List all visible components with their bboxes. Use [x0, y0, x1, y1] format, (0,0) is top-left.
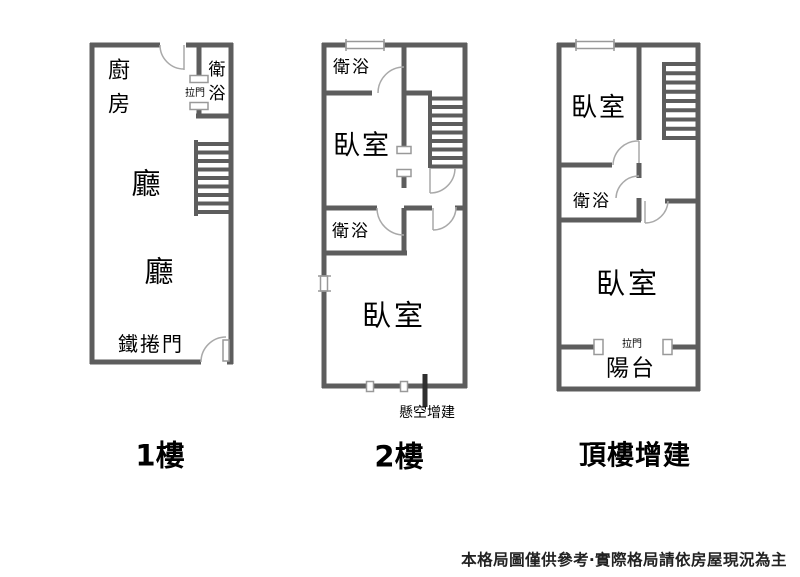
floor1-kitchen-label: 廚房 — [104, 58, 129, 126]
floor3-name: 頂樓增建 — [579, 440, 691, 472]
floor3-sliding-door-label: 拉門 — [622, 339, 642, 350]
floor1-sliding-door-post-bottom — [189, 101, 209, 111]
floor1-sliding-door-label: 拉門 — [185, 88, 205, 99]
floor1-living-upper-label: 廳 — [131, 166, 161, 201]
floor2-walls — [321, 42, 468, 389]
floor1-roller-door-label: 鐵捲門 — [118, 332, 184, 356]
floor3-sliding-door-post-right — [662, 338, 673, 356]
disclaimer-text: 本格局圖僅供參考‧實際格局請依房屋現況為主 — [461, 551, 787, 569]
floor3-bedroom-main-label: 臥室 — [595, 266, 661, 301]
floor2-bedroom-front-label: 臥室 — [333, 130, 391, 162]
floor1-stairs — [194, 140, 231, 216]
floor1-plan — [89, 42, 234, 365]
floor1-roller-door-arc — [200, 336, 227, 363]
floor2-left-window — [318, 275, 331, 292]
floor3-walls — [556, 42, 701, 392]
floor2-stairs — [428, 93, 465, 169]
floor3-door-arcs — [612, 140, 669, 224]
floor3-bedroom-front-label: 臥室 — [570, 93, 628, 123]
floor3-bathroom-label: 衛浴 — [573, 191, 611, 212]
floor3-stairs — [662, 62, 698, 140]
floor2-door-arcs — [376, 66, 457, 236]
floor1-living-lower-label: 廳 — [144, 254, 174, 289]
floor2-bedroom-main-label: 臥室 — [361, 298, 427, 333]
floor1-sliding-door-post-top — [189, 74, 209, 84]
floor2-top-window — [345, 39, 385, 51]
floor2-bathroom-top-label: 衛浴 — [333, 57, 371, 78]
floor2-name: 2樓 — [374, 439, 424, 474]
floor3-plan — [556, 39, 701, 392]
floor3-balcony-label: 陽台 — [606, 355, 656, 382]
floor2-bottom-post-right — [399, 380, 409, 393]
floor3-top-window — [575, 39, 615, 51]
floor2-bottom-post-left — [365, 380, 375, 393]
floor2-bathroom-mid-label: 衛浴 — [332, 221, 370, 242]
floor1-roller-door-leaf — [222, 339, 230, 362]
floor2-cantilever-label: 懸空增建 — [399, 405, 455, 421]
floor1-entry-door-arc — [159, 44, 185, 70]
floor1-bathroom-label: 衛浴 — [204, 60, 225, 108]
floor3-sliding-door-post-left — [593, 338, 604, 356]
floor2-bedroom-slider-post-bottom — [396, 168, 412, 178]
floor2-plan — [318, 39, 468, 407]
floor1-name: 1樓 — [135, 438, 185, 473]
floor2-bedroom-slider-post-top — [396, 145, 412, 155]
